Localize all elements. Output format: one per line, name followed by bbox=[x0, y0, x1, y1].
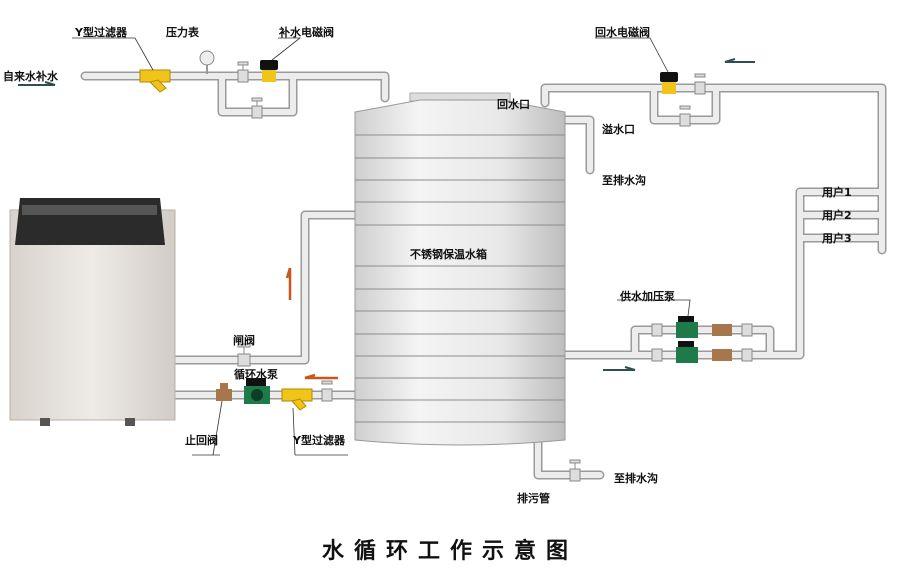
check-valve-icon bbox=[216, 324, 732, 401]
label-to-drain-bottom: 至排水沟 bbox=[614, 472, 658, 485]
label-circulation-pump: 循环水泵 bbox=[234, 368, 278, 381]
label-to-drain-top: 至排水沟 bbox=[602, 174, 646, 187]
label-return-port: 回水口 bbox=[497, 98, 530, 111]
valve-icon bbox=[694, 73, 706, 95]
label-tap-water-inlet: 自来水补水 bbox=[3, 70, 58, 83]
label-pressure-gauge: 压力表 bbox=[166, 26, 199, 39]
label-y-filter-top: Y型过滤器 bbox=[75, 26, 127, 39]
leader-lines bbox=[72, 37, 691, 456]
valve-icon bbox=[321, 380, 333, 402]
valve-icon bbox=[251, 97, 263, 119]
label-user1: 用户1 bbox=[822, 186, 852, 199]
diagram-title: 水循环工作示意图 bbox=[321, 539, 578, 564]
label-check-valve: 止回阀 bbox=[185, 434, 218, 447]
flow-arrows bbox=[18, 58, 755, 380]
flow-arrow-supply bbox=[603, 366, 636, 371]
flow-arrow-up bbox=[285, 267, 292, 300]
label-return-solenoid: 回水电磁阀 bbox=[595, 26, 650, 39]
valve-icon bbox=[651, 323, 753, 362]
heat-pump-unit bbox=[9, 198, 176, 426]
drain-valve-icon bbox=[569, 459, 581, 482]
valve-icon bbox=[679, 105, 691, 127]
label-gate-valve: 闸阀 bbox=[233, 334, 255, 347]
label-y-filter-bottom: Y型过滤器 bbox=[293, 434, 345, 447]
pressure-gauge-icon bbox=[199, 50, 215, 74]
water-tank bbox=[354, 92, 566, 446]
label-booster-pump: 供水加压泵 bbox=[620, 290, 675, 303]
y-filter-top-icon bbox=[139, 69, 171, 93]
circulation-pump-icon bbox=[244, 378, 270, 404]
label-makeup-solenoid: 补水电磁阀 bbox=[279, 26, 334, 39]
label-drain-pipe: 排污管 bbox=[517, 492, 550, 505]
booster-pump-icon bbox=[676, 316, 698, 363]
flow-arrow-left bbox=[304, 373, 338, 380]
return-solenoid-valve-icon bbox=[660, 72, 678, 94]
gate-valve-icon bbox=[237, 343, 251, 367]
makeup-solenoid-valve-icon bbox=[260, 60, 278, 82]
label-user2: 用户2 bbox=[822, 209, 852, 222]
label-user3: 用户3 bbox=[822, 232, 852, 245]
components bbox=[139, 50, 753, 482]
flow-arrow-inlet bbox=[18, 81, 56, 86]
label-overflow-port: 溢水口 bbox=[602, 123, 635, 136]
flow-arrow-return bbox=[724, 58, 755, 63]
y-filter-bottom-icon bbox=[281, 388, 313, 411]
valve-icon bbox=[237, 61, 249, 83]
label-tank: 不锈钢保温水箱 bbox=[410, 248, 487, 261]
